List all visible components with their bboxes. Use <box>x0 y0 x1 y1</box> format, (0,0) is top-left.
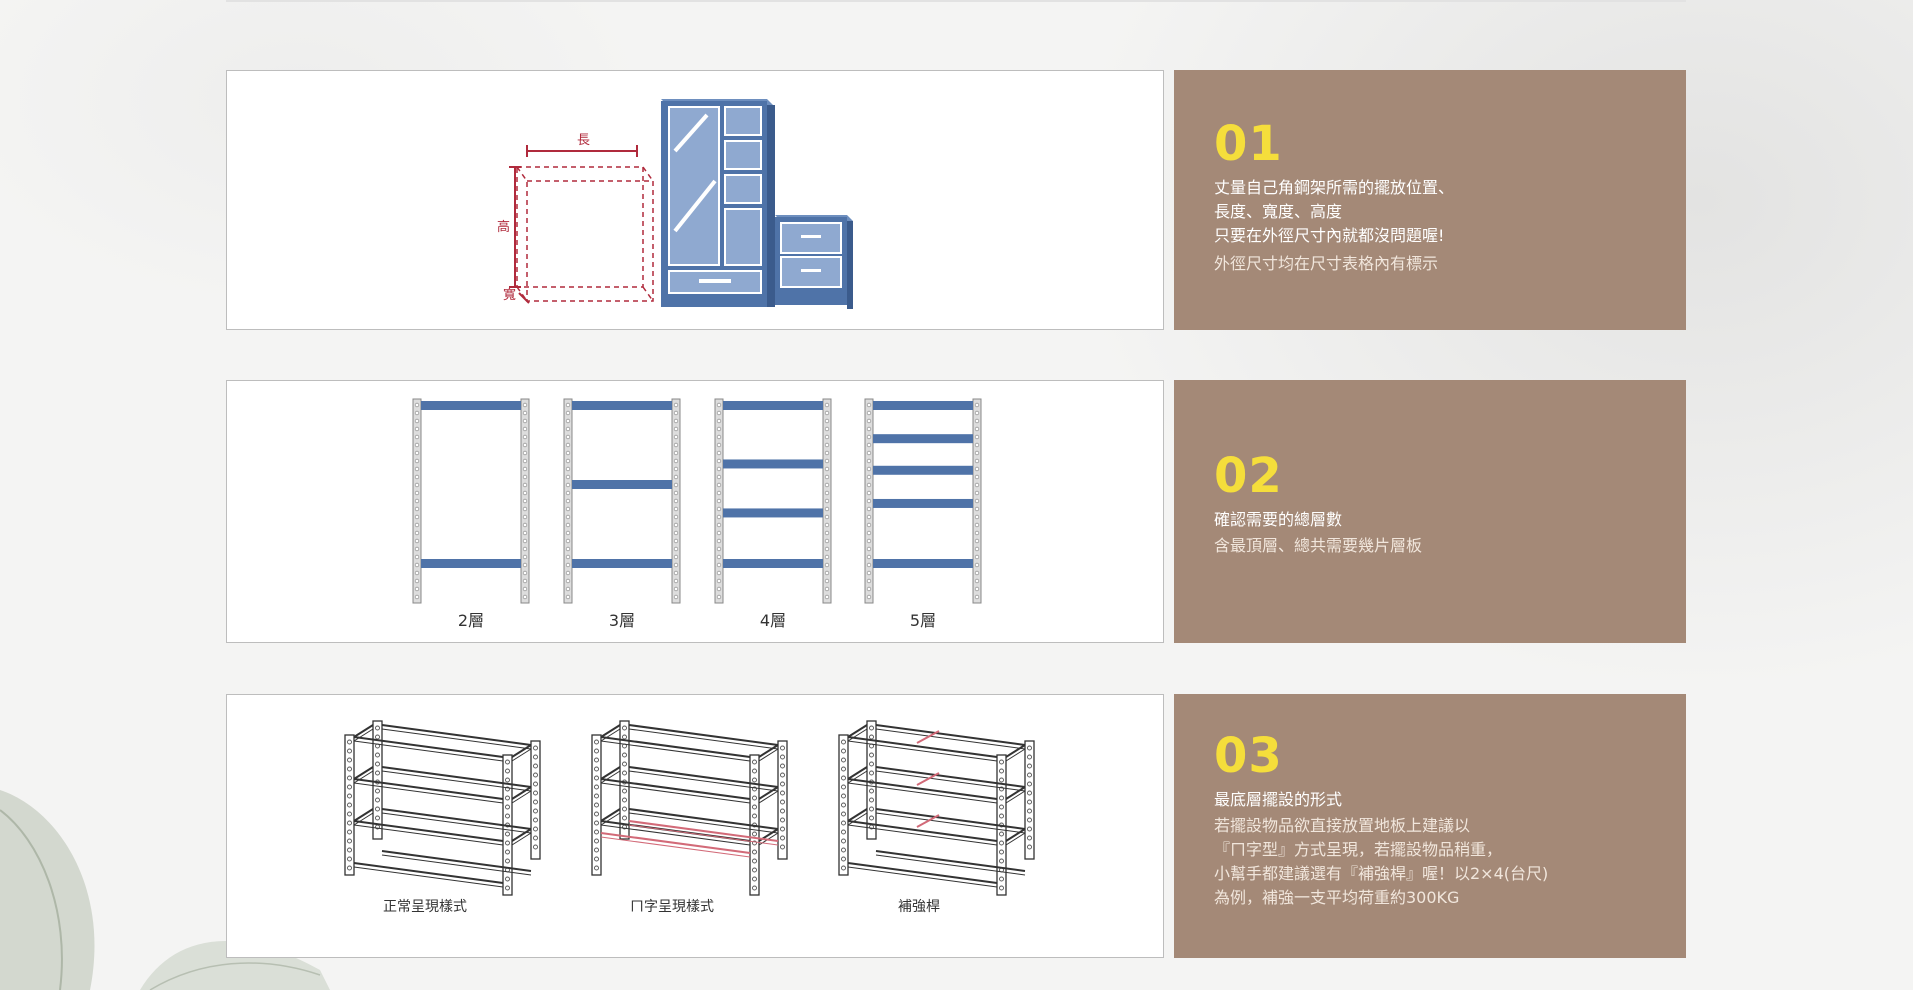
sub-line: 小幫手都建議選有『補強桿』喔！以2×4(台尺) <box>1214 864 1549 883</box>
measurement-diagram: 長 高 寬 <box>497 99 853 309</box>
form-label: ㄇ字呈現樣式 <box>630 898 714 915</box>
step-3-sub-text: 若擺設物品欲直接放置地板上建議以 『ㄇ字型』方式呈現，若擺設物品稍重， 小幫手都… <box>1214 814 1686 910</box>
main-line: 丈量自己角鋼架所需的擺放位置、 <box>1214 178 1455 197</box>
nightstand-illustration <box>775 215 853 309</box>
step-3-text-panel: 03 最底層擺設的形式 若擺設物品欲直接放置地板上建議以 『ㄇ字型』方式呈現，若… <box>1174 694 1686 958</box>
main-line: 確認需要的總層數 <box>1214 510 1343 529</box>
sub-line: 若擺設物品欲直接放置地板上建議以 <box>1214 816 1471 835</box>
shelf-form-illustration: 補強桿 <box>838 720 1035 915</box>
shelf-board <box>723 559 823 568</box>
main-line: 最底層擺設的形式 <box>1214 790 1343 809</box>
sub-line: 外徑尺寸均在尺寸表格內有標示 <box>1214 254 1439 273</box>
step-1-main-text: 丈量自己角鋼架所需的擺放位置、 長度、寬度、高度 只要在外徑尺寸內就都沒問題喔! <box>1214 176 1686 248</box>
sub-line: 含最頂層、總共需要幾片層板 <box>1214 536 1423 555</box>
sub-line: 『ㄇ字型』方式呈現，若擺設物品稍重， <box>1214 840 1503 859</box>
step-row-1: 長 高 寬 <box>226 70 1686 330</box>
height-label: 高 <box>497 219 510 235</box>
measurement-diagram-panel: 長 高 寬 <box>226 70 1164 330</box>
shelf-count-label: 2層 <box>458 611 484 630</box>
shelf-board <box>873 434 973 444</box>
step-1-sub-text: 外徑尺寸均在尺寸表格內有標示 <box>1214 252 1686 276</box>
shelf-board <box>873 465 973 475</box>
height-measure <box>509 166 530 304</box>
reinforce-bar <box>916 730 940 744</box>
top-divider <box>226 0 1686 2</box>
main-line: 只要在外徑尺寸內就都沒問題喔! <box>1214 226 1445 245</box>
main-line: 長度、寬度、高度 <box>1214 202 1343 221</box>
shelf-count-panel: 2層 3層 4層 5層 <box>226 380 1164 643</box>
step-row-3: 正常呈現樣式 ㄇ字呈現樣式 補強桿 03 最底層擺設的形式 若擺設物品欲直接放置地板… <box>226 694 1686 958</box>
shelf-unit: 2層 <box>412 398 530 630</box>
shelf-board <box>873 498 973 508</box>
step-2-main-text: 確認需要的總層數 <box>1214 508 1686 532</box>
shelf-board <box>723 459 823 469</box>
shelf-board <box>572 480 672 489</box>
shelf-unit: 5層 <box>864 398 982 630</box>
shelf-count-label: 3層 <box>609 611 635 630</box>
reinforce-bar <box>916 814 940 828</box>
width-label: 寬 <box>503 287 516 303</box>
step-2-text-panel: 02 確認需要的總層數 含最頂層、總共需要幾片層板 <box>1174 380 1686 643</box>
length-label: 長 <box>577 133 590 148</box>
wardrobe-illustration <box>661 99 775 307</box>
reinforce-bar <box>916 772 940 786</box>
shelf-board <box>873 401 973 410</box>
shelf-form-illustration: 正常呈現樣式 <box>344 720 541 915</box>
shelf-board <box>421 401 521 410</box>
sub-line: 為例，補強一支平均荷重約300KG <box>1214 888 1460 907</box>
shelf-form-illustration: ㄇ字呈現樣式 <box>591 720 788 915</box>
shelf-unit: 3層 <box>563 398 681 630</box>
length-measure <box>526 145 638 157</box>
shelf-count-diagram: 2層 3層 4層 5層 <box>412 398 982 630</box>
shelf-count-label: 4層 <box>760 611 786 630</box>
step-1-text-panel: 01 丈量自己角鋼架所需的擺放位置、 長度、寬度、高度 只要在外徑尺寸內就都沒問… <box>1174 70 1686 330</box>
shelf-board <box>723 508 823 518</box>
shelf-board <box>572 559 672 568</box>
step-3-main-text: 最底層擺設的形式 <box>1214 788 1686 812</box>
step-number: 02 <box>1214 448 1283 504</box>
step-2-sub-text: 含最頂層、總共需要幾片層板 <box>1214 534 1686 558</box>
step-number: 03 <box>1214 728 1283 784</box>
dashed-box <box>516 166 654 302</box>
shelf-board <box>723 401 823 410</box>
shelf-count-label: 5層 <box>910 611 936 630</box>
step-row-2: 2層 3層 4層 5層 02 確認需要的總層數 含最頂層、總共需要幾片層板 <box>226 380 1686 643</box>
shelf-board <box>873 559 973 568</box>
shelf-board <box>421 559 521 568</box>
shelf-board <box>572 401 672 410</box>
bottom-form-diagram: 正常呈現樣式 ㄇ字呈現樣式 補強桿 <box>344 720 1035 915</box>
bottom-form-panel: 正常呈現樣式 ㄇ字呈現樣式 補強桿 <box>226 694 1164 958</box>
form-label: 補強桿 <box>898 899 940 915</box>
shelf-unit: 4層 <box>714 398 832 630</box>
step-number: 01 <box>1214 116 1283 172</box>
form-label: 正常呈現樣式 <box>383 898 467 915</box>
